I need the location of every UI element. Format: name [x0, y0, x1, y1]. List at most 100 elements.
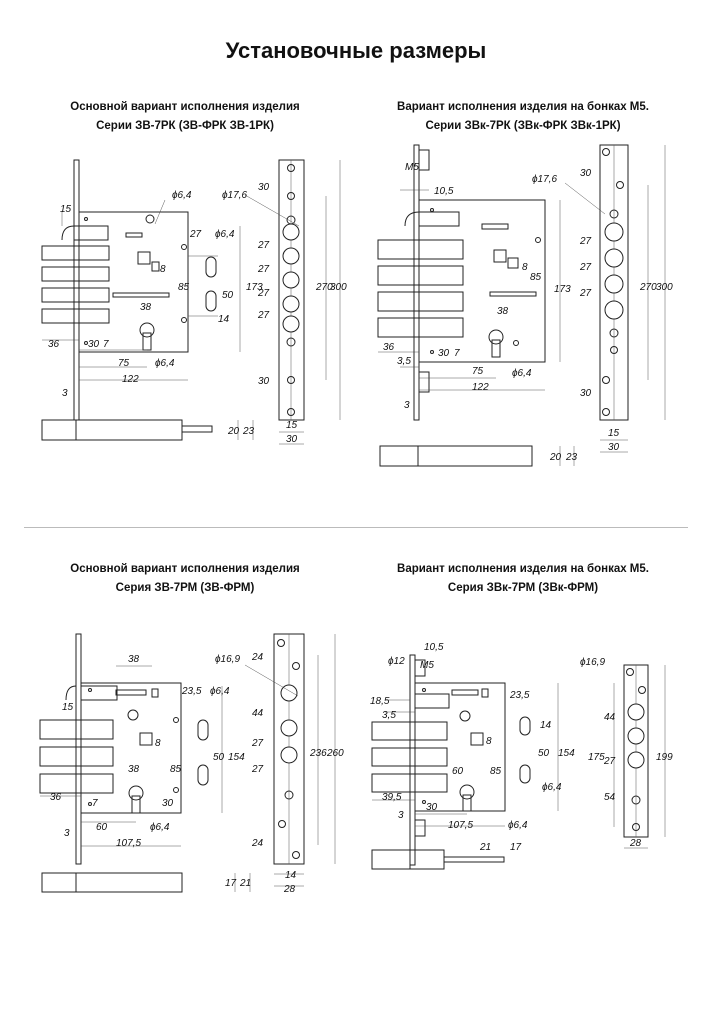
dim-38-mid: 38 — [128, 764, 140, 775]
strike-dim-44: 44 — [604, 712, 616, 723]
bolt-dim-20: 20 — [549, 452, 562, 463]
strike-dim-175: 175 — [588, 752, 605, 763]
latch — [65, 685, 118, 701]
strike-plate — [273, 633, 305, 865]
dim-14: 14 — [218, 314, 230, 325]
dead-bolts — [377, 239, 464, 338]
dim-85: 85 — [490, 766, 502, 777]
dim-23-5: 23,5 — [509, 690, 530, 701]
strike-plate — [623, 664, 649, 838]
dim-d17-6: ϕ17,6 — [222, 190, 247, 201]
strike-dim-27-b: 27 — [579, 262, 592, 273]
latch — [404, 211, 460, 227]
bolt-dim-20: 20 — [227, 426, 240, 437]
dimension-lines — [378, 145, 666, 466]
strike-dim-30-width: 30 — [286, 434, 298, 445]
strike-dim-28: 28 — [629, 838, 642, 849]
strike-dim-30-width: 30 — [608, 442, 620, 453]
dim-d6-4-handle: ϕ6,4 — [542, 782, 562, 793]
strike-dim-236: 236 — [309, 748, 327, 759]
panel-2-heading-line1: Вариант исполнения изделия на бонках М5. — [397, 101, 649, 113]
panel-1-heading: Основной вариант исполнения изделия Сери… — [20, 98, 350, 136]
strike-dim-28: 28 — [283, 884, 296, 895]
handle-slots — [188, 255, 218, 317]
dimension-labels: 38 ϕ16,9 23,5 ϕ6,4 15 8 50 154 38 85 36 … — [50, 652, 344, 895]
dim-122: 122 — [472, 382, 489, 393]
dimension-lines — [372, 665, 666, 849]
strike-dim-300: 300 — [656, 282, 673, 293]
lock-front-plate — [409, 654, 426, 866]
panel-2-heading-line2: Серии ЗВк-7РК (ЗВк-ФРК ЗВк-1РК) — [425, 120, 621, 132]
strike-dim-27-a: 27 — [579, 236, 592, 247]
strike-dim-27-d: 27 — [257, 310, 270, 321]
strike-dim-30-bottom: 30 — [580, 388, 592, 399]
strike-dim-30-top: 30 — [258, 182, 270, 193]
dim-36: 36 — [383, 342, 395, 353]
strike-dim-27-b: 27 — [251, 764, 264, 775]
strike-dim-27-c: 27 — [257, 288, 270, 299]
cylinder-cutout — [128, 785, 144, 814]
dim-38-top: 38 — [128, 654, 140, 665]
bolt-dim-21: 21 — [479, 842, 491, 853]
panel-1-heading-line1: Основной вариант исполнения изделия — [70, 101, 300, 113]
strike-dim-15: 15 — [608, 428, 620, 439]
strike-dim-27-c: 27 — [579, 288, 592, 299]
dim-d6-4-handle: ϕ6,4 — [210, 686, 230, 697]
dim-3: 3 — [404, 400, 410, 411]
dim-d6-4-cyl: ϕ6,4 — [155, 358, 175, 369]
dead-bolts — [39, 719, 114, 794]
dim-75: 75 — [472, 366, 484, 377]
bolt-dim-17: 17 — [225, 878, 237, 889]
handle-slots — [519, 716, 531, 784]
dim-173: 173 — [246, 282, 263, 293]
dim-10-5: 10,5 — [434, 186, 454, 197]
strike-dim-260: 260 — [326, 748, 344, 759]
dead-bolts — [371, 721, 448, 793]
strike-dim-270: 270 — [639, 282, 657, 293]
dim-107-5: 107,5 — [116, 838, 141, 849]
bolt-dim-21: 21 — [239, 878, 251, 889]
strike-plate — [278, 159, 305, 421]
panel-4-heading-line2: Серия ЗВк-7РМ (ЗВк-ФРМ) — [447, 582, 599, 594]
dim-15: 15 — [60, 204, 72, 215]
dim-8: 8 — [522, 262, 528, 273]
dim-3: 3 — [62, 388, 68, 399]
dim-18-5: 18,5 — [370, 696, 390, 707]
dim-85: 85 — [178, 282, 190, 293]
side-view-bolt — [379, 445, 533, 467]
dim-3-5: 3,5 — [382, 710, 396, 721]
dim-15: 15 — [62, 702, 74, 713]
section-divider — [24, 527, 688, 528]
dim-23-5: 23,5 — [181, 686, 202, 697]
dim-30: 30 — [438, 348, 450, 359]
bolt-dim-23: 23 — [565, 452, 578, 463]
dim-m5: М5 — [405, 162, 419, 173]
panel-3-heading-line1: Основной вариант исполнения изделия — [70, 563, 300, 575]
strike-dim-44: 44 — [252, 708, 264, 719]
side-view-bolt — [41, 419, 213, 441]
strike-dim-30-bottom: 30 — [258, 376, 270, 387]
dim-3: 3 — [64, 828, 70, 839]
strike-dim-27-a: 27 — [251, 738, 264, 749]
cylinder-cutout — [488, 329, 519, 358]
dim-d6-4: ϕ6,4 — [512, 368, 532, 379]
strike-dim-27-a: 27 — [257, 240, 270, 251]
handle-slots — [197, 719, 209, 786]
dim-m5: М5 — [420, 660, 434, 671]
dim-27-top: 27 — [189, 229, 202, 240]
strike-dim-24-bottom: 24 — [251, 838, 264, 849]
dimension-labels: М5 10,5 ϕ17,6 8 173 85 38 36 3,5 30 7 75… — [383, 162, 673, 463]
strike-dim-300: 300 — [330, 282, 347, 293]
dim-85: 85 — [170, 764, 182, 775]
dimension-labels: 10,5 ϕ12 М5 18,5 23,5 3,5 14 8 50 154 60… — [370, 642, 673, 853]
dim-8: 8 — [160, 264, 166, 275]
dim-107-5: 107,5 — [448, 820, 473, 831]
panel-2-heading: Вариант исполнения изделия на бонках М5.… — [358, 98, 688, 136]
page-title: Установочные размеры — [225, 38, 487, 63]
dim-14: 14 — [540, 720, 552, 731]
latch — [61, 225, 109, 241]
dim-154: 154 — [228, 752, 245, 763]
